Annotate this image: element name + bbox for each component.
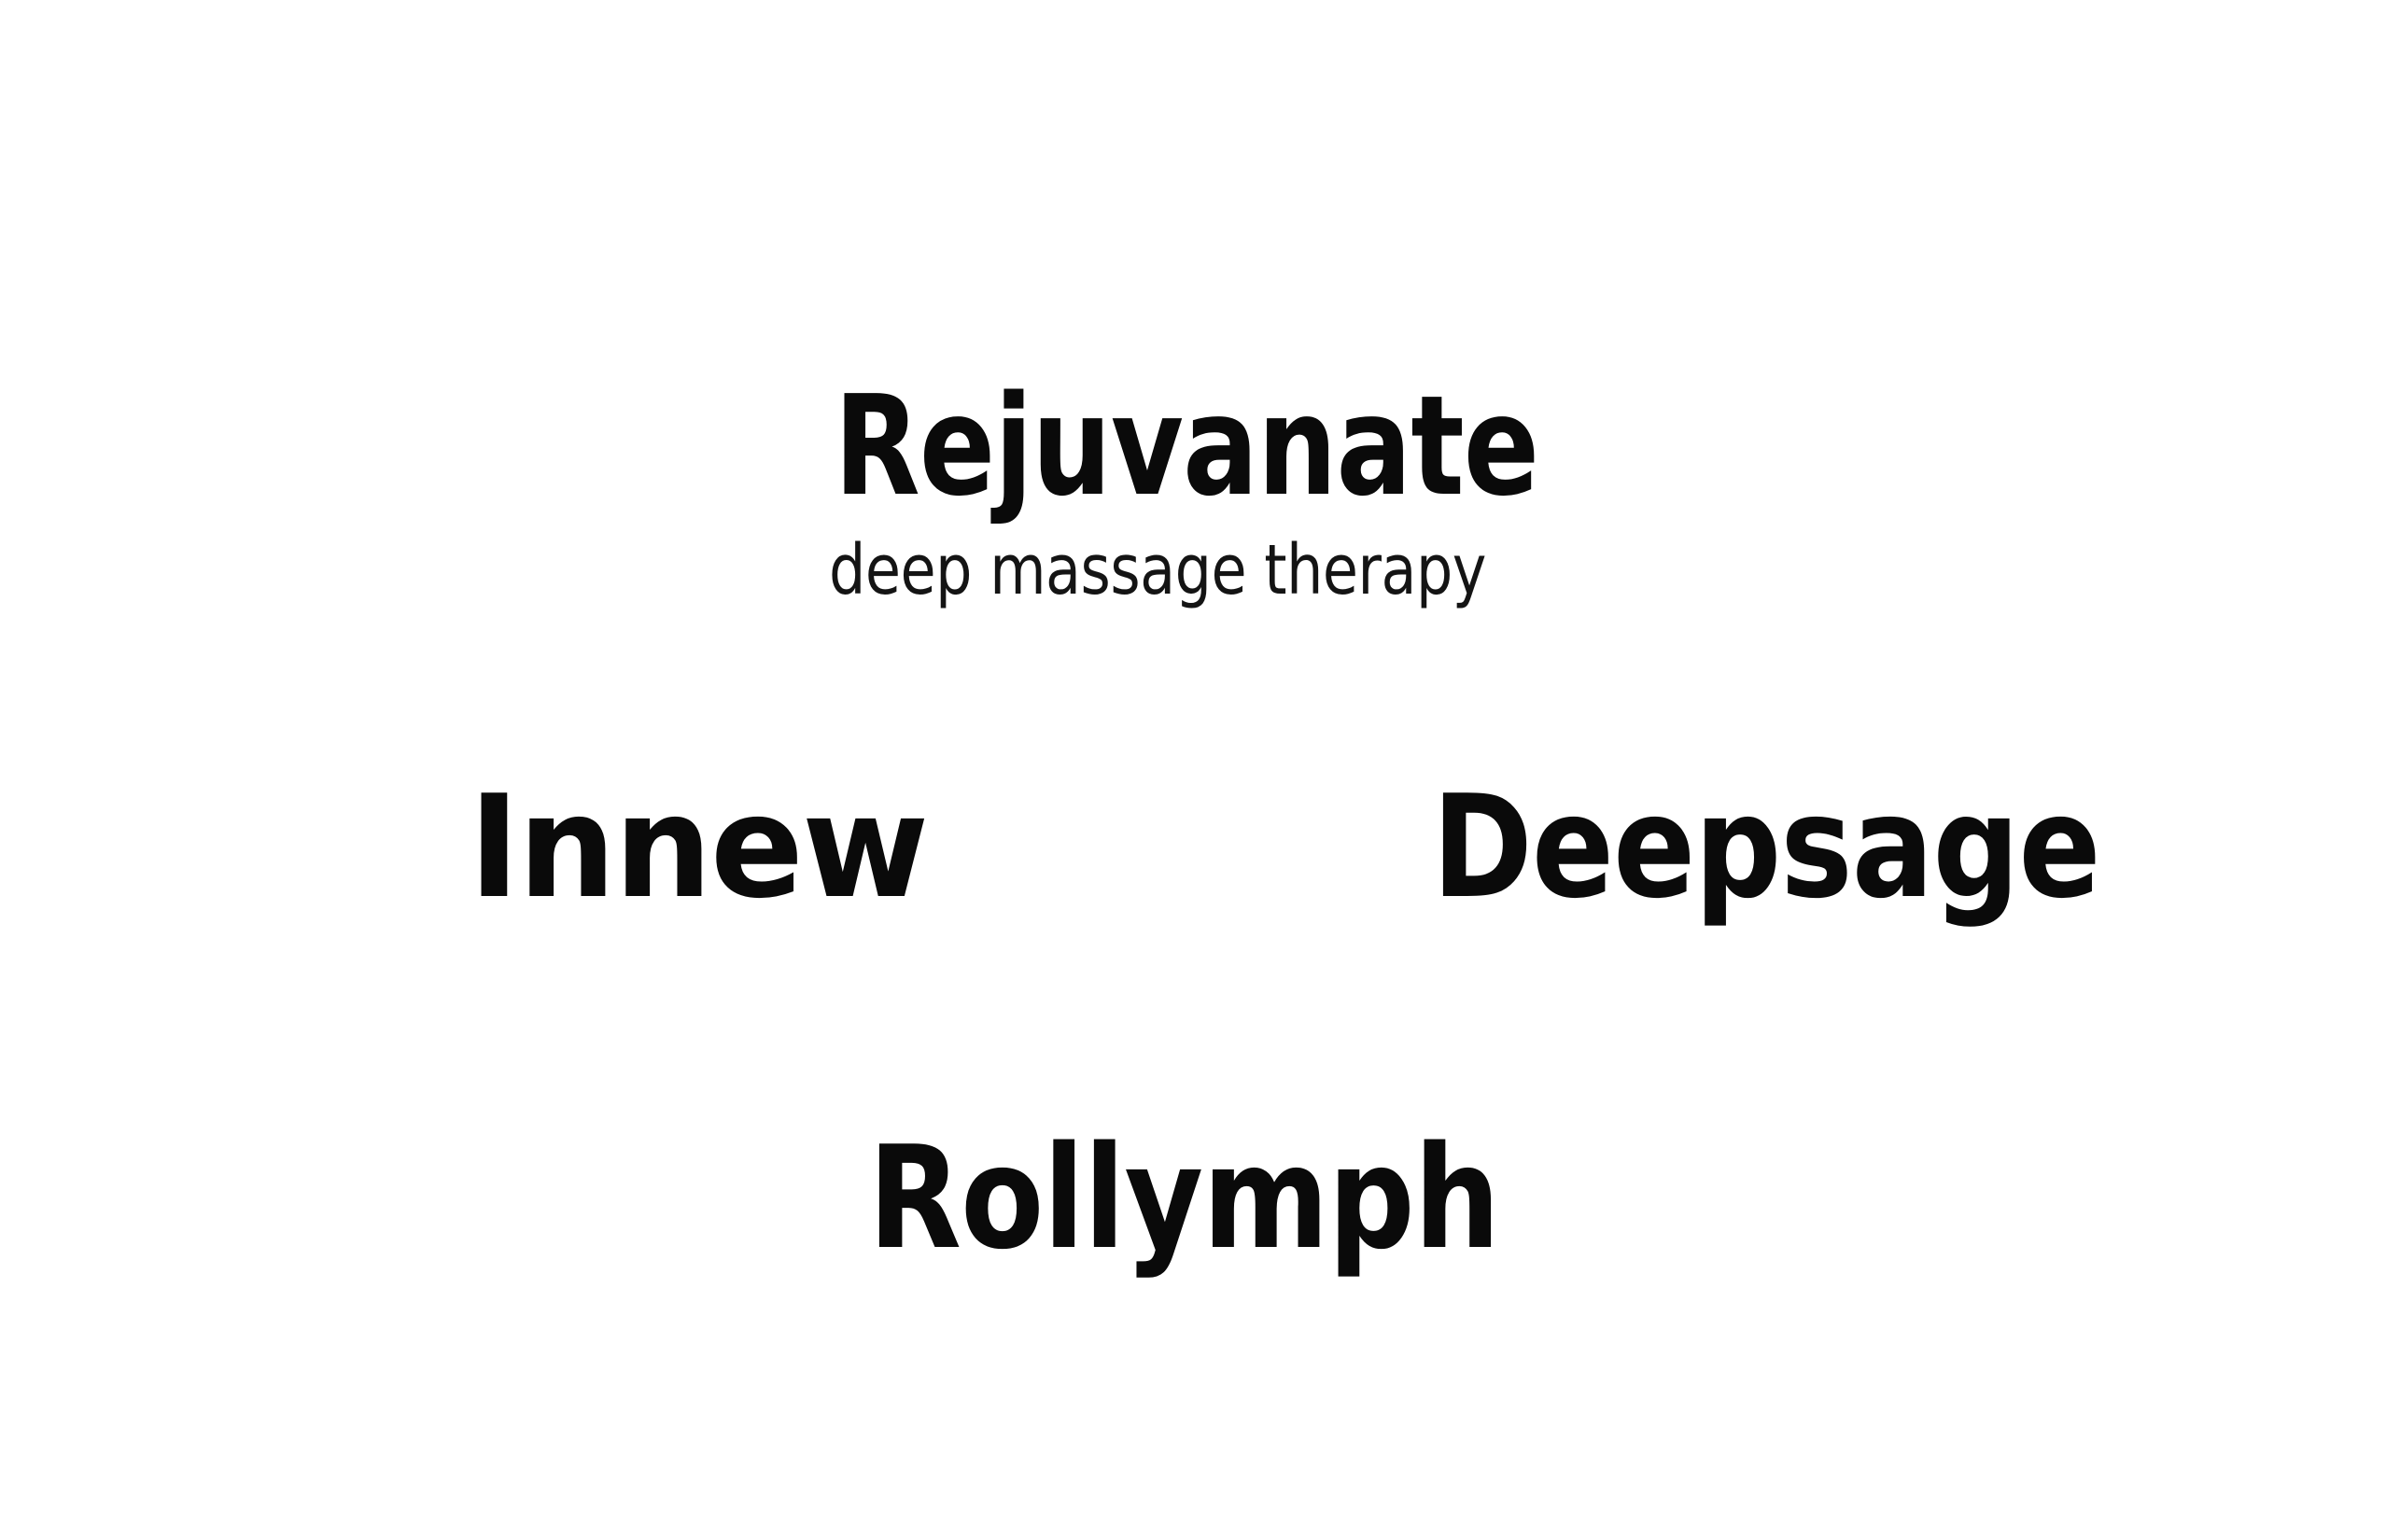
logo-wordmark: Rejuvanate <box>834 366 1540 526</box>
primary-logo-lockup: Rejuvanate deep massage therapy <box>798 366 1540 610</box>
alternate-name-rollymph: Rollymph <box>868 1115 1500 1281</box>
alternate-name-deepsage: Deepsage <box>1432 764 2101 930</box>
logo-tagline: deep massage therapy <box>829 530 1486 610</box>
alternate-name-innew: Innew <box>469 764 929 930</box>
